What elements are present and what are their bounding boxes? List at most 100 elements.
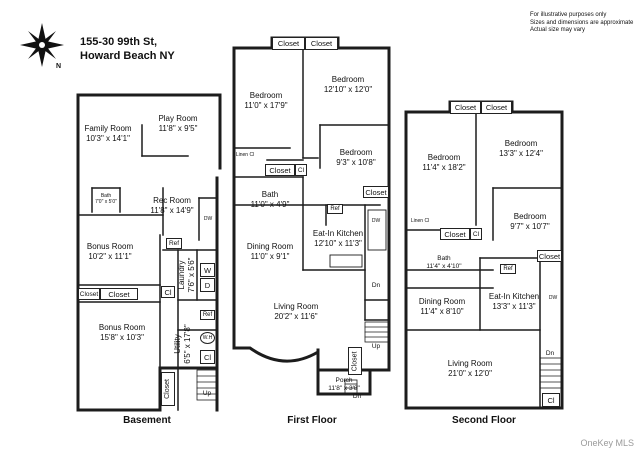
- closet-label: Closet: [161, 372, 175, 406]
- closet-text: Closet: [351, 351, 359, 371]
- room-living-room-second: Living Room 21'0" x 12'0": [448, 359, 492, 379]
- cl-label: Cl: [161, 286, 175, 298]
- room-name: Bedroom: [331, 75, 365, 84]
- address-line-1: 155-30 99th St,: [80, 36, 158, 48]
- ref-label: Ref: [200, 310, 215, 320]
- ref-label: Ref: [166, 238, 182, 249]
- watermark: OneKey MLS: [580, 438, 634, 448]
- water-heater-label: W.H: [200, 332, 215, 344]
- room-dims: 20'2" x 11'6": [274, 312, 318, 321]
- closet-label: Closet: [537, 250, 562, 262]
- cl-label: Cl: [542, 393, 560, 407]
- room-bath-first: Bath 11'0" x 4'9": [251, 190, 290, 210]
- room-dims: 11'4" x 8'10": [420, 307, 464, 316]
- first-floor-interior: [233, 47, 390, 321]
- room-dims: 7'6" x 5'6": [187, 257, 196, 293]
- room-name: Dining Room: [246, 242, 294, 251]
- room-bedroom-1: Bedroom 11'0" x 17'9": [244, 91, 287, 111]
- room-dims: 11'0" x 17'9": [244, 101, 288, 110]
- room-eat-in-kitchen-first: Eat-In Kitchen 12'10" x 11'3": [313, 229, 363, 249]
- room-name: Eat-In Kitchen: [312, 229, 364, 238]
- disclaimer-line: Actual size may vary: [530, 27, 586, 34]
- room-dims: 10'3" x 14'1": [86, 134, 130, 143]
- room-dims: 13'3" x 11'3": [492, 302, 536, 311]
- room-dims: 11'4" x 18'2": [422, 163, 466, 172]
- room-dining-room-second: Dining Room 11'4" x 8'10": [419, 297, 465, 317]
- room-name: Bedroom: [427, 153, 461, 162]
- closet-label: Closet: [440, 228, 470, 240]
- room-dims: 13'3" x 12'4": [499, 149, 543, 158]
- closet-label: Closet: [265, 164, 295, 176]
- room-name: Bath: [100, 193, 112, 199]
- basement-interior: [77, 124, 218, 411]
- room-dims: 15'8" x 10'3": [100, 333, 144, 342]
- room-name: Play Room: [158, 114, 198, 123]
- closet-label: Closet: [100, 288, 138, 300]
- room-dims: 6'5" x 17'8": [183, 324, 192, 364]
- room-name: Laundry: [177, 260, 186, 290]
- disclaimer: For illustrative purposes only Sizes and…: [530, 12, 638, 35]
- room-bedroom-6: Bedroom 9'7" x 10'7": [510, 212, 549, 232]
- room-dims: 11'8" x 9'5": [158, 124, 198, 133]
- room-dims: 9'3" x 10'8": [336, 158, 376, 167]
- room-bonus-room-1: Bonus Room 10'2" x 11'1": [87, 242, 133, 262]
- room-porch: Porch 11'8" x 3'8": [328, 377, 360, 393]
- room-living-room-first: Living Room 20'2" x 11'6": [274, 302, 318, 322]
- stairs-up-label: Up: [202, 390, 212, 397]
- compass-star-icon: [20, 23, 64, 67]
- floor-title-second: Second Floor: [452, 415, 516, 426]
- room-bedroom-3: Bedroom 9'3" x 10'8": [336, 148, 375, 168]
- basement-stairs: [196, 369, 218, 401]
- compass-north-label: N: [56, 63, 62, 70]
- room-dims: 7'0" x 5'0": [95, 199, 117, 205]
- closet-label: Closet: [305, 37, 338, 50]
- ref-label: Ref: [327, 204, 343, 214]
- room-dims: 9'7" x 10'7": [510, 222, 550, 231]
- room-bath-second: Bath 11'4" x 4'10": [426, 255, 461, 271]
- room-name: Porch: [335, 377, 353, 384]
- floor-title-basement: Basement: [123, 415, 171, 426]
- room-utility: Utility 6'5" x 17'8": [173, 324, 193, 363]
- room-eat-in-kitchen-second: Eat-In Kitchen 13'3" x 11'3": [489, 292, 539, 312]
- ref-label: Ref: [500, 264, 516, 274]
- room-name: Utility: [173, 334, 182, 354]
- room-name: Family Room: [84, 124, 132, 133]
- washer-label: W: [200, 263, 215, 277]
- floor-title-first: First Floor: [287, 415, 337, 426]
- room-name: Bonus Room: [86, 242, 134, 251]
- room-name: Dining Room: [418, 297, 466, 306]
- room-laundry: Laundry 7'6" x 5'6": [177, 258, 197, 293]
- disclaimer-line: For illustrative purposes only: [530, 12, 607, 18]
- stairs-up-label: Up: [371, 343, 381, 350]
- cl-label: Cl: [200, 350, 215, 364]
- room-family-room: Family Room 10'3" x 14'1": [84, 124, 131, 144]
- room-bedroom-4: Bedroom 11'4" x 18'2": [422, 153, 465, 173]
- room-dims: 11'8" x 14'9": [150, 206, 194, 215]
- cl-label: Cl: [470, 228, 482, 240]
- linen-closet-label: Linen Cl: [235, 152, 255, 158]
- room-name: Rec Room: [153, 196, 191, 205]
- room-name: Bath: [437, 255, 451, 262]
- disclaimer-line: Sizes and dimensions are approximate: [530, 19, 634, 26]
- dishwasher-label: DW: [548, 295, 558, 301]
- room-dims: 11'0" x 4'9": [250, 200, 290, 209]
- room-play-room: Play Room 11'8" x 9'5": [158, 114, 197, 134]
- room-dining-room-first: Dining Room 11'0" x 9'1": [247, 242, 293, 262]
- closet-label: Closet: [348, 347, 362, 375]
- room-name: Bedroom: [504, 139, 538, 148]
- room-bonus-room-2: Bonus Room 15'8" x 10'3": [99, 323, 145, 343]
- room-name: Bath: [261, 190, 279, 199]
- room-name: Bedroom: [249, 91, 283, 100]
- closet-label: Closet: [481, 101, 512, 114]
- room-bath-basement: Bath 7'0" x 5'0": [95, 193, 117, 205]
- second-floor-stairs: [539, 357, 563, 389]
- dishwasher-label: DW: [203, 216, 213, 222]
- closet-text: Closet: [164, 379, 171, 399]
- room-dims: 21'0" x 12'0": [448, 369, 492, 378]
- room-dims: 11'8" x 3'8": [328, 385, 360, 392]
- closet-label: Closet: [272, 37, 305, 50]
- dryer-label: D: [200, 278, 215, 292]
- room-dims: 10'2" x 11'1": [88, 252, 132, 261]
- closet-label: Closet: [450, 101, 481, 114]
